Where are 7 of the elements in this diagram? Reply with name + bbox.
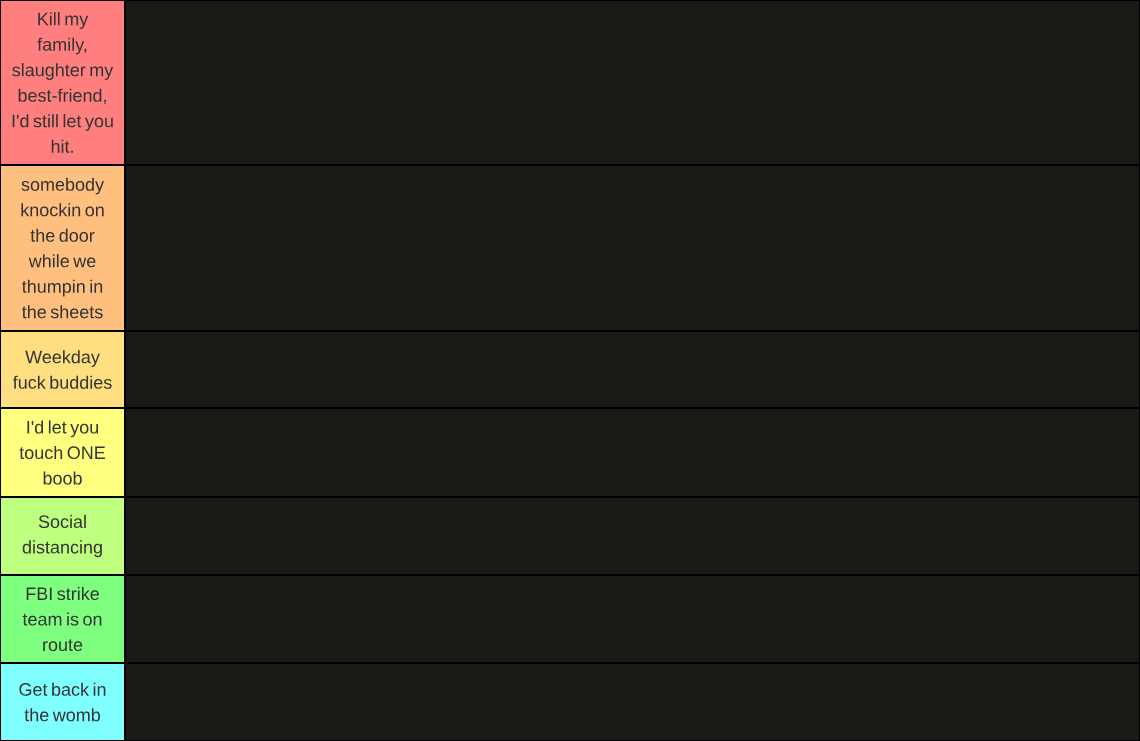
tier-label: Social distancing: [1, 498, 124, 574]
tier-label: somebody knockin on the door while we thumpin in the sheets: [1, 166, 124, 330]
tier-label: I'd let you touch ONE boob: [1, 409, 124, 496]
tier-label: Get back in the womb: [1, 664, 124, 740]
tier-label: Weekday fuck buddies: [1, 332, 124, 407]
tier-label: Kill my family, slaughter my best-friend, I'd still let you hit.: [1, 1, 124, 164]
tier-label: FBI strike team is on route: [1, 576, 124, 662]
